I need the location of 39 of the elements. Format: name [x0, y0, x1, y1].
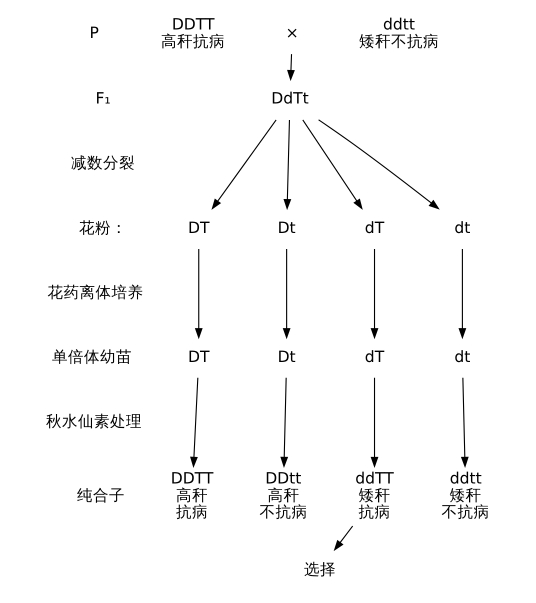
node-text: ddtt 矮秆不抗病: [358, 16, 439, 50]
arrow: [334, 526, 354, 552]
arrow: [460, 378, 469, 468]
node-text: DDTT 高秆 抗病: [170, 470, 214, 521]
arrow: [287, 54, 295, 82]
label: P: [89, 24, 99, 42]
node-text: DT: [188, 218, 210, 237]
node-text: DDTT 高秆抗病: [161, 16, 226, 50]
node-text: dt: [454, 218, 470, 237]
label: 秋水仙素处理: [46, 412, 142, 430]
arrow: [280, 378, 288, 468]
node-text: DDtt 高秆 不抗病: [259, 470, 308, 521]
arrow: [318, 119, 440, 210]
arrow: [194, 249, 203, 340]
node-text: ddtt 矮秆 不抗病: [442, 470, 490, 521]
node-text: DT: [188, 348, 210, 366]
label: 花粉：: [79, 218, 128, 237]
node-text: dT: [364, 218, 384, 237]
node-text: Dt: [278, 348, 296, 366]
node-text: 选择: [304, 560, 336, 578]
arrow: [458, 249, 466, 340]
label: 单倍体幼苗: [52, 348, 132, 366]
arrow: [370, 378, 378, 468]
arrow: [190, 378, 198, 468]
label: 减数分裂: [71, 154, 136, 172]
label: F₁: [95, 90, 111, 108]
node-text: DdTt: [271, 90, 309, 108]
node-text: ×: [286, 24, 299, 42]
node-text: dT: [364, 348, 384, 366]
arrow: [211, 120, 277, 210]
arrow: [282, 249, 291, 340]
node-text: Dt: [278, 218, 296, 237]
arrow: [302, 120, 363, 210]
arrow: [370, 249, 378, 340]
label: 纯合子: [76, 486, 125, 504]
node-text: ddTT 矮秆 抗病: [355, 470, 394, 521]
node-text: dt: [454, 348, 470, 366]
arrow: [283, 120, 292, 210]
label: 花药离体培养: [47, 283, 144, 302]
